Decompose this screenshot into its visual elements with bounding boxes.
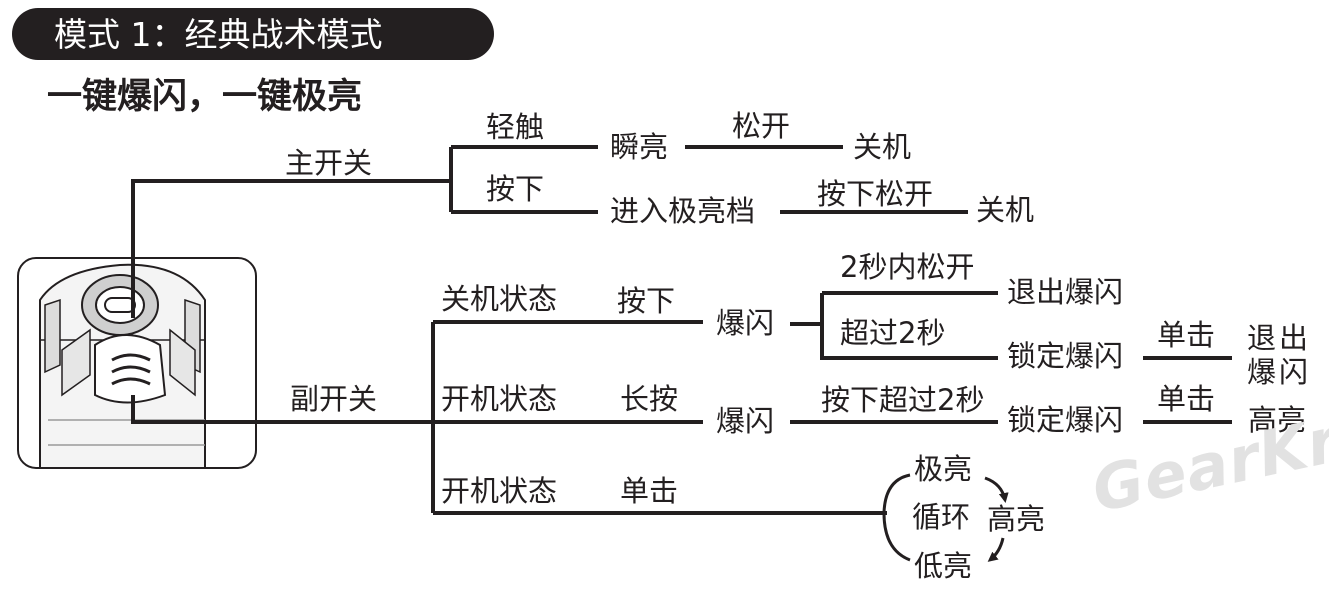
long-press-result-label: 爆闪 (716, 404, 775, 438)
off-state-label: 关机状态 (441, 282, 558, 316)
press-end-label: 关机 (976, 193, 1035, 227)
release-outcome-label: 退出爆闪 (1007, 275, 1124, 309)
cycle-item-high: 高亮 (987, 502, 1046, 536)
connector-lines (131, 145, 1232, 515)
main-switch-label: 主开关 (285, 146, 373, 180)
on-state-click-label: 开机状态 (441, 474, 558, 508)
cycle-label: 循环 (912, 500, 971, 534)
press-action-label: 按下 (486, 172, 545, 206)
long-press-click-label: 单击 (1157, 382, 1216, 416)
cycle-item-max: 极亮 (914, 452, 973, 486)
hold-condition-label: 超过2秒 (840, 316, 946, 350)
on-state-long-label: 开机状态 (441, 382, 558, 416)
hold-click-label: 单击 (1157, 318, 1216, 352)
cycle-item-low: 低亮 (914, 549, 973, 583)
tail-switch-label: 副开关 (290, 382, 378, 416)
page-title: 模式 1：经典战术模式 (54, 15, 383, 54)
long-press-condition-label: 按下超过2秒 (821, 383, 985, 417)
long-press-action-label: 长按 (620, 382, 679, 416)
tap-action-label: 轻触 (486, 110, 545, 144)
long-press-final-label: 高亮 (1248, 403, 1307, 437)
tap-result-label: 瞬亮 (610, 130, 669, 164)
press-result-label: 进入极亮档 (610, 194, 756, 228)
cycle-arrows (882, 473, 1009, 562)
release-condition-label: 2秒内松开 (840, 250, 975, 284)
tap-end-label: 关机 (853, 130, 912, 164)
flashlight-tail-image (17, 257, 257, 469)
off-result-label: 爆闪 (716, 306, 775, 340)
off-action-label: 按下 (617, 284, 676, 318)
click-action-label: 单击 (620, 474, 679, 508)
title-banner: 模式 1：经典战术模式 (12, 8, 494, 60)
page-subtitle: 一键爆闪，一键极亮 (47, 77, 363, 117)
hold-outcome-label: 锁定爆闪 (1007, 339, 1124, 373)
long-press-outcome-label: 锁定爆闪 (1007, 403, 1124, 437)
press-release-label: 按下松开 (817, 177, 934, 211)
tap-release-label: 松开 (732, 109, 791, 143)
hold-final-label: 退出爆闪 (1247, 321, 1312, 389)
